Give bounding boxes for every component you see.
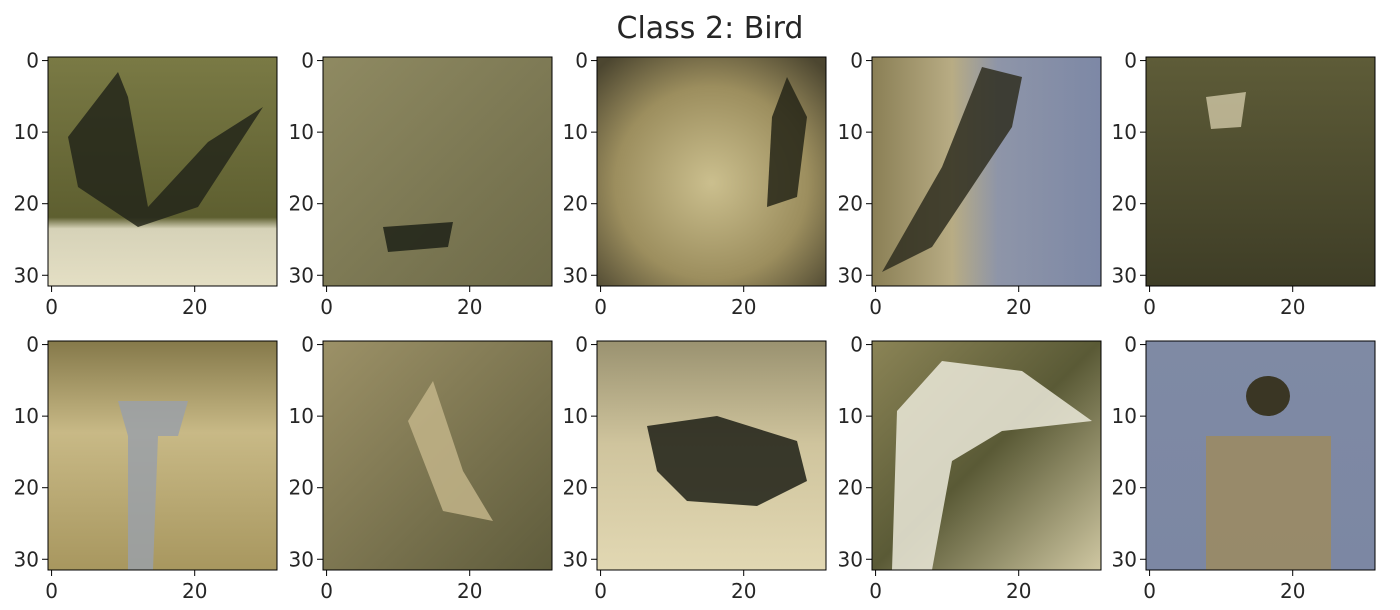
x-tick-label: 0	[45, 579, 58, 603]
thumbnail-subject	[118, 401, 188, 570]
y-tick-label: 10	[1112, 120, 1137, 144]
x-tick-label: 20	[1006, 579, 1031, 603]
panel-grid: thumbnail: dark bird with long tail on p…	[14, 49, 1376, 603]
x-tick-label: 20	[182, 295, 207, 319]
image-panel: thumbnail: small bird on post against bl…	[1112, 333, 1376, 603]
y-tick-label: 30	[563, 547, 588, 571]
y-tick-label: 0	[850, 49, 863, 73]
x-tick-label: 20	[457, 579, 482, 603]
image-panel: thumbnail: ostrich head and long neck 0 10…	[14, 333, 278, 603]
y-tick-label: 10	[563, 404, 588, 428]
y-tick-label: 20	[1112, 476, 1137, 500]
y-tick-label: 20	[563, 476, 588, 500]
image-panel: thumbnail: bird on branch in foliage0102…	[289, 333, 553, 603]
x-tick-label: 20	[1280, 579, 1305, 603]
thumbnail-subject	[1246, 376, 1290, 416]
figure-title: Class 2: Bird	[617, 11, 804, 46]
x-tick-label: 0	[869, 579, 882, 603]
y-tick-label: 30	[14, 263, 39, 287]
thumbnail-subject	[647, 416, 807, 506]
x-tick-label: 0	[1143, 579, 1156, 603]
x-tick-label: 0	[869, 295, 882, 319]
y-tick-label: 10	[14, 404, 39, 428]
thumbnail-subject	[1206, 436, 1331, 570]
y-tick-label: 30	[1112, 263, 1137, 287]
thumbnail-subject	[882, 67, 1022, 272]
image-panel: thumbnail: light bird on dark grassy bac…	[563, 49, 827, 319]
y-tick-label: 30	[14, 547, 39, 571]
y-tick-label: 20	[563, 192, 588, 216]
y-tick-label: 20	[289, 476, 314, 500]
bird-thumbnail: thumbnail: bird head over dark grass	[1146, 57, 1375, 286]
axes-frame	[47, 56, 278, 287]
y-tick-label: 10	[289, 404, 314, 428]
image-panel: thumbnail: bird perched against blue sky…	[838, 49, 1102, 319]
axes-frame	[596, 56, 827, 287]
thumbnail-subject	[1206, 92, 1246, 129]
x-tick-label: 0	[320, 579, 333, 603]
axes-frame	[871, 56, 1102, 287]
y-tick-label: 30	[1112, 547, 1137, 571]
y-tick-label: 10	[838, 120, 863, 144]
x-tick-label: 20	[182, 579, 207, 603]
x-tick-label: 0	[594, 579, 607, 603]
thumbnail-subject	[408, 381, 493, 521]
image-panel: thumbnail: small bird among grass 0 10 20 30…	[289, 49, 553, 319]
y-tick-label: 20	[14, 192, 39, 216]
y-tick-label: 20	[838, 192, 863, 216]
axes-frame	[322, 56, 553, 287]
y-tick-label: 10	[14, 120, 39, 144]
thumbnail-subject	[383, 222, 453, 252]
y-tick-label: 20	[14, 476, 39, 500]
y-tick-label: 10	[289, 120, 314, 144]
bird-thumbnail: thumbnail: small bird among grass	[323, 57, 552, 286]
y-tick-label: 20	[838, 476, 863, 500]
x-tick-label: 20	[1006, 295, 1031, 319]
y-tick-label: 0	[26, 49, 39, 73]
axes-frame	[596, 340, 827, 571]
thumbnail-subject	[767, 77, 807, 207]
y-tick-label: 0	[26, 333, 39, 357]
y-tick-label: 0	[1124, 49, 1137, 73]
y-tick-label: 0	[850, 333, 863, 357]
x-tick-label: 0	[1143, 295, 1156, 319]
image-panel: thumbnail: dark bird with long tail on p…	[14, 49, 278, 319]
x-tick-label: 20	[731, 579, 756, 603]
axes-frame	[1145, 340, 1376, 571]
y-tick-label: 30	[563, 263, 588, 287]
y-tick-label: 10	[563, 120, 588, 144]
thumbnail-subject	[892, 361, 1092, 570]
x-tick-label: 20	[457, 295, 482, 319]
y-tick-label: 30	[289, 263, 314, 287]
y-tick-label: 10	[838, 404, 863, 428]
y-tick-label: 20	[289, 192, 314, 216]
x-tick-label: 20	[1280, 295, 1305, 319]
image-panel: thumbnail: close-up ostrich head01020300…	[838, 333, 1102, 603]
axes-frame	[871, 340, 1102, 571]
y-tick-label: 0	[301, 333, 314, 357]
x-tick-label: 0	[320, 295, 333, 319]
y-tick-label: 0	[575, 333, 588, 357]
x-tick-label: 20	[731, 295, 756, 319]
x-tick-label: 0	[45, 295, 58, 319]
image-panel: thumbnail: bird head over dark grass 0 10 2…	[1112, 49, 1376, 319]
bird-thumbnail: thumbnail: ostrich head and long neck	[48, 341, 277, 570]
y-tick-label: 20	[1112, 192, 1137, 216]
thumbnail-subject	[68, 72, 263, 227]
axes-frame	[1145, 56, 1376, 287]
image-panel: thumbnail: ostrich standing on sand01020…	[563, 333, 827, 603]
y-tick-label: 0	[1124, 333, 1137, 357]
y-tick-label: 0	[575, 49, 588, 73]
y-tick-label: 30	[838, 263, 863, 287]
axes-frame	[47, 340, 278, 571]
x-tick-label: 0	[594, 295, 607, 319]
axes-frame	[322, 340, 553, 571]
y-tick-label: 30	[289, 547, 314, 571]
y-tick-label: 10	[1112, 404, 1137, 428]
y-tick-label: 0	[301, 49, 314, 73]
y-tick-label: 30	[838, 547, 863, 571]
